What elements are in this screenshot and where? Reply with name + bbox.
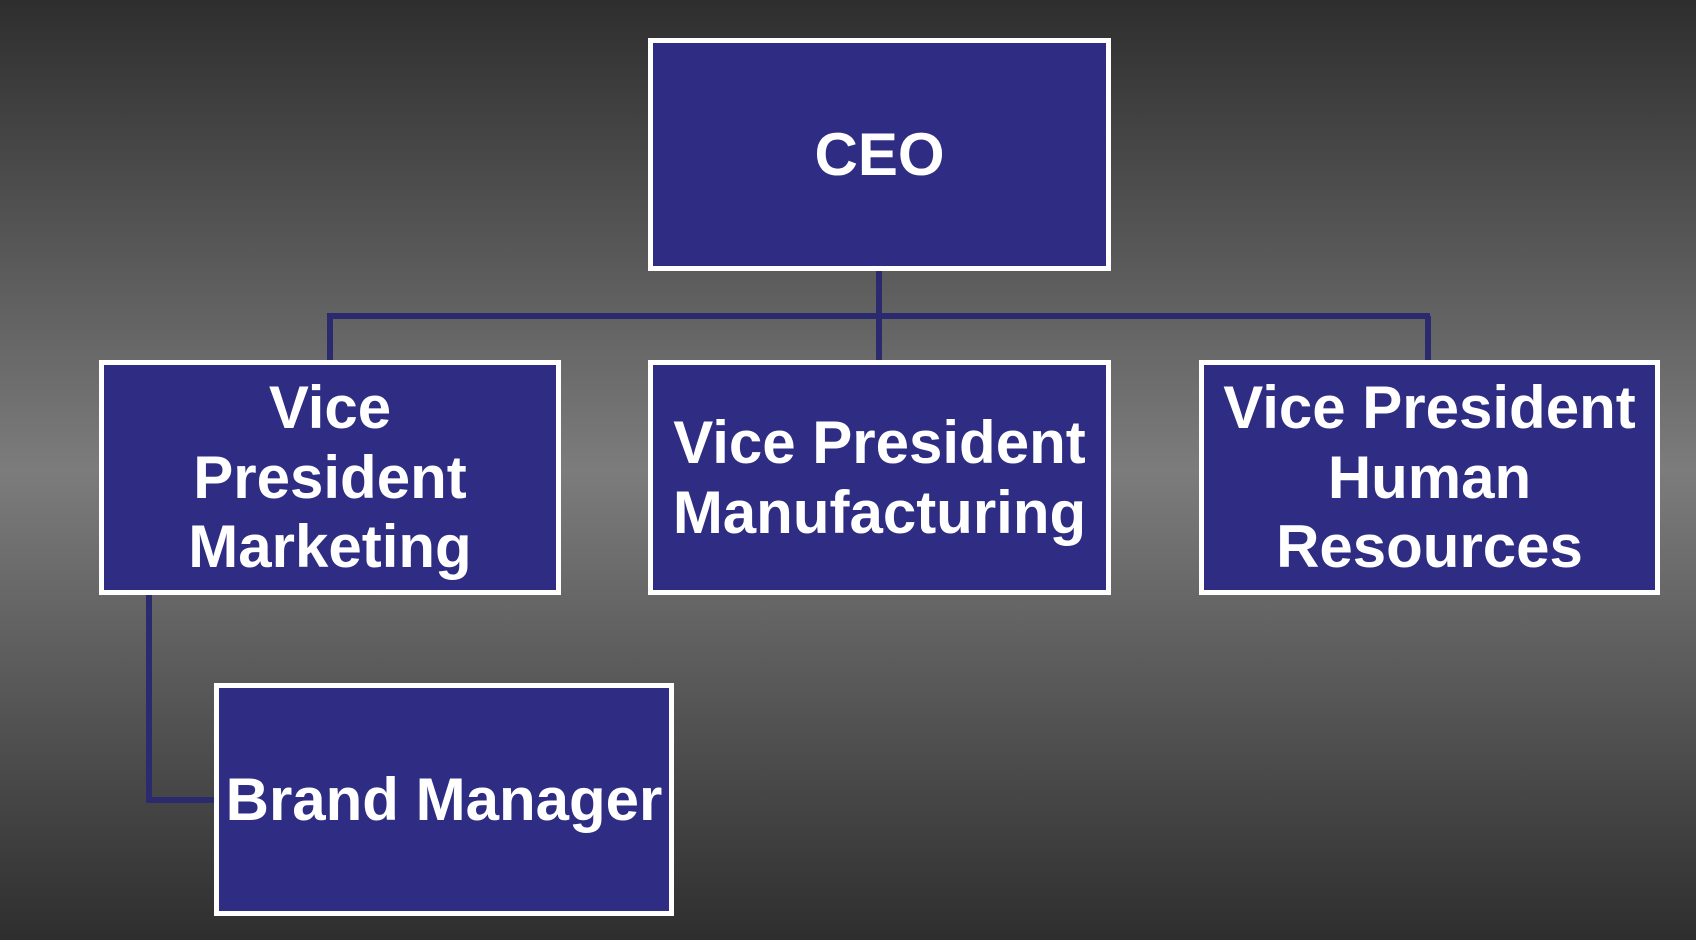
ceo-label: CEO [814, 120, 945, 188]
brand-manager-label: Brand Manager [225, 765, 663, 833]
vp-manufacturing-box: Vice President Manufacturing [648, 360, 1111, 595]
vp-manufacturing-line-2: Manufacturing [672, 478, 1087, 546]
vp-marketing-line-1: Vice [268, 374, 392, 442]
vp-marketing-line-3: Marketing [188, 513, 472, 581]
vp-hr-line-3: Resources [1276, 513, 1583, 581]
vp-hr-line-2: Human [1327, 443, 1532, 511]
vp-manufacturing-line-1: Vice President [673, 408, 1086, 476]
vp-human-resources-box: Vice President Human Resources [1199, 360, 1660, 595]
vp-marketing-line-2: President [193, 443, 467, 511]
vp-hr-line-1: Vice President [1223, 374, 1636, 442]
brand-manager-box: Brand Manager [214, 683, 674, 916]
vp-marketing-box: Vice President Marketing [99, 360, 561, 595]
ceo-box: CEO [648, 38, 1111, 271]
